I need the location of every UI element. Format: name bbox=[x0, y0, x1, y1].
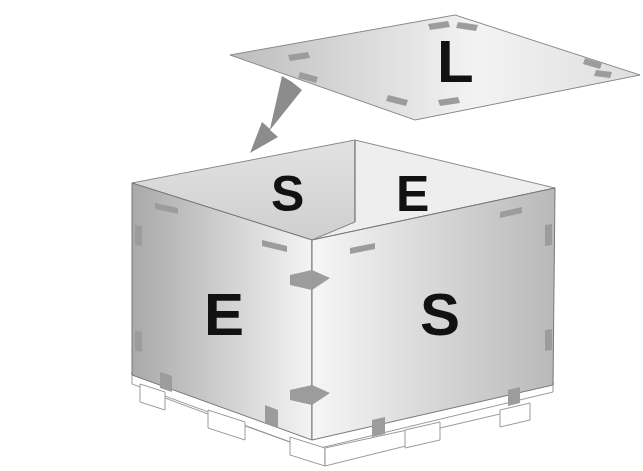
panel-letter: E bbox=[396, 169, 429, 219]
lid-clips bbox=[288, 21, 612, 106]
clip-tabs bbox=[135, 203, 552, 437]
placement-arrow bbox=[250, 76, 302, 153]
front-right-wall bbox=[312, 188, 555, 440]
panel-letter: S bbox=[271, 169, 304, 219]
lid-panel bbox=[230, 15, 640, 120]
panel-letter: E bbox=[204, 285, 244, 345]
panel-letter: S bbox=[420, 285, 460, 345]
front-left-wall bbox=[132, 183, 312, 440]
lid-letter: L bbox=[437, 32, 474, 92]
